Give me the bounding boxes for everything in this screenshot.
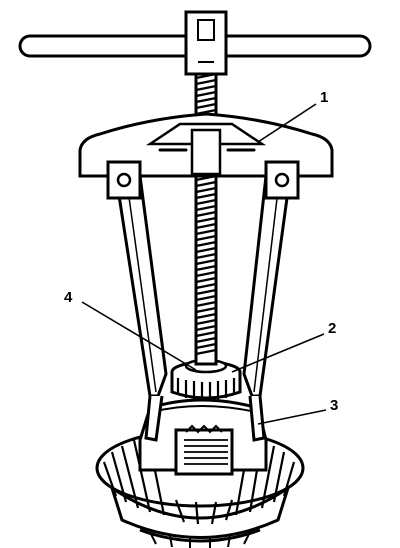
callout-label-1: 1 (320, 89, 328, 106)
screw-thread (195, 234, 217, 242)
screw-thread (195, 240, 217, 248)
puller-legs (114, 174, 292, 442)
screw-thread (195, 300, 217, 308)
screw-thread (195, 264, 217, 272)
screw-thread (195, 78, 217, 86)
differential-housing (138, 398, 268, 476)
screw-thread (195, 342, 217, 350)
screw-thread (195, 246, 217, 254)
screw-thread (195, 96, 217, 104)
screw-thread (195, 228, 217, 236)
callout-label-3: 3 (330, 397, 338, 414)
screw-thread (195, 84, 217, 92)
screw-thread (195, 102, 217, 110)
threaded-screw (194, 60, 218, 366)
screw-thread (195, 186, 217, 194)
screw-thread (195, 180, 217, 188)
crossbar (78, 112, 334, 200)
screw-thread (195, 258, 217, 266)
screw-thread (195, 90, 217, 98)
screw-thread (195, 312, 217, 320)
screw-thread (195, 294, 217, 302)
leader-lines (81, 103, 327, 425)
screw-thread (195, 222, 217, 230)
screw-thread (195, 282, 217, 290)
screw-thread (195, 192, 217, 200)
screw-thread (195, 348, 217, 356)
screw-thread (195, 318, 217, 326)
screw-thread (195, 216, 217, 224)
screw-thread (195, 252, 217, 260)
screw-thread (195, 204, 217, 212)
callout-label-2: 2 (328, 320, 336, 337)
t-handle (18, 10, 372, 76)
screw-thread (195, 288, 217, 296)
screw-thread (195, 270, 217, 278)
screw-thread (195, 276, 217, 284)
screw-thread (195, 198, 217, 206)
screw-thread (195, 330, 217, 338)
screw-thread (195, 336, 217, 344)
screw-thread (195, 324, 217, 332)
bearing (170, 358, 242, 401)
screw-thread (195, 306, 217, 314)
screw-thread (195, 210, 217, 218)
callout-label-4: 4 (64, 289, 73, 306)
